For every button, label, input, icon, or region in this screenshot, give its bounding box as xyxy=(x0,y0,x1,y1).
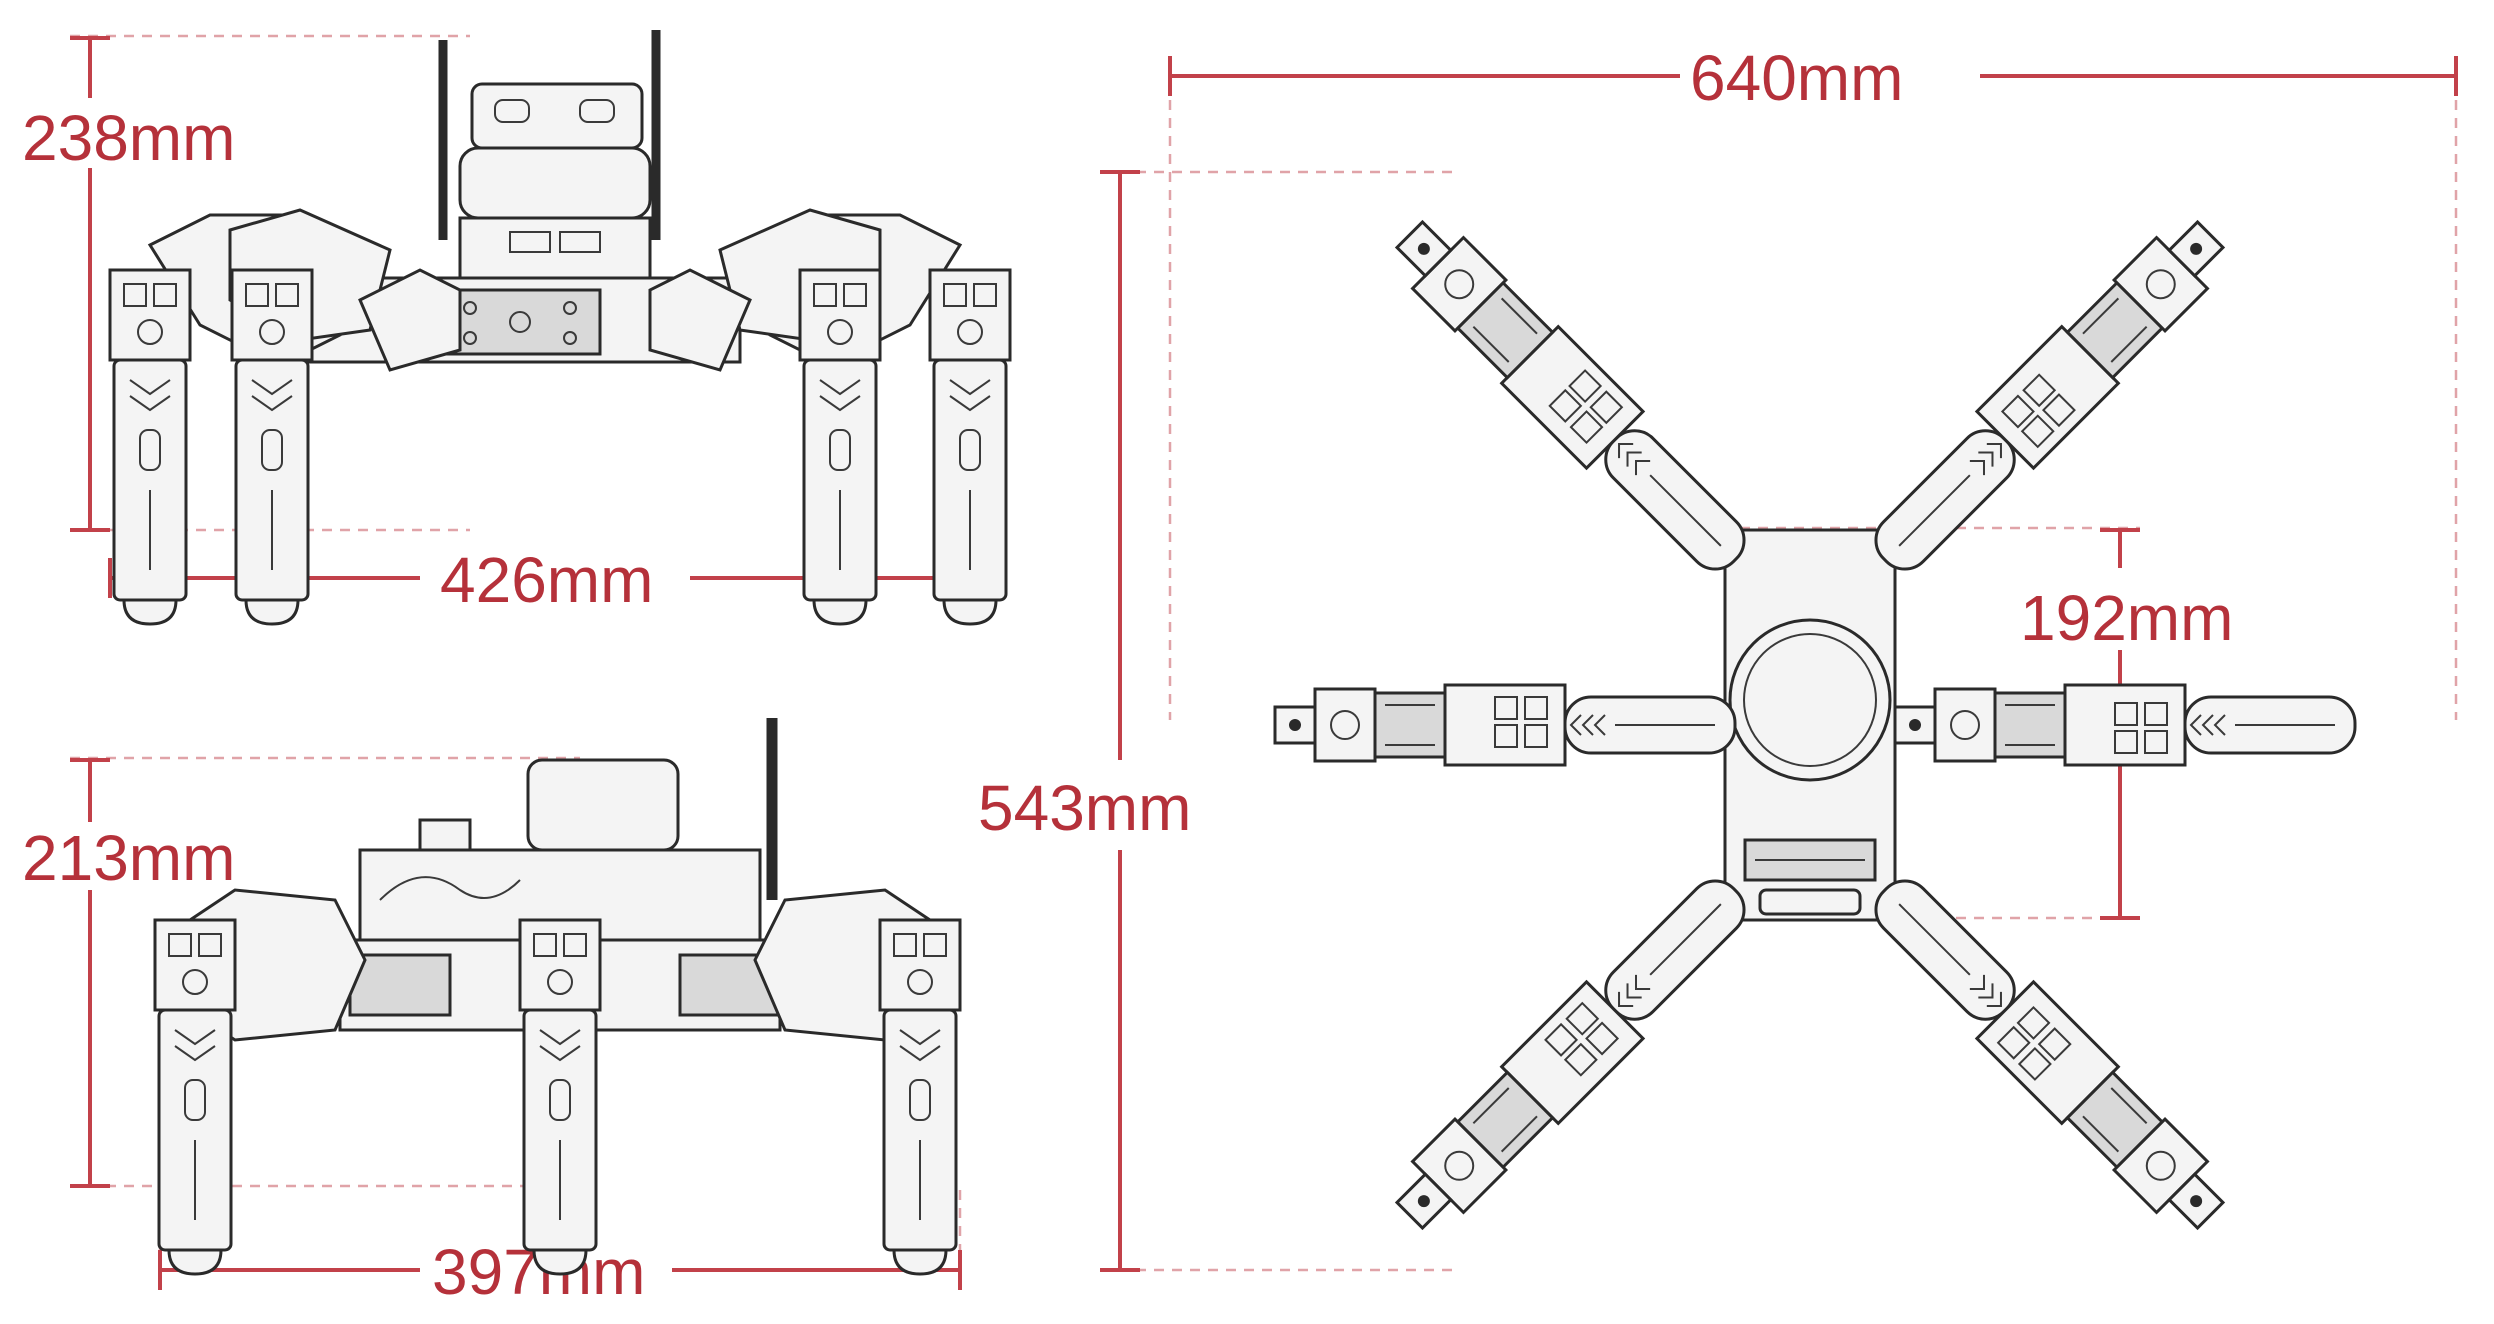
front-robot-drawing xyxy=(108,30,1012,626)
top-view: 640mm 543mm 192mm xyxy=(978,42,2458,1272)
front-height-label: 238mm xyxy=(22,102,235,174)
top-width-label: 640mm xyxy=(1690,42,1903,114)
side-robot-drawing xyxy=(153,718,962,1276)
top-robot-drawing xyxy=(1273,204,2357,1246)
top-body-label: 192mm xyxy=(2020,582,2233,654)
front-width-label: 426mm xyxy=(440,544,653,616)
side-view: 213mm 397mm xyxy=(22,718,962,1308)
top-height-label: 543mm xyxy=(978,772,1191,844)
front-view: 238mm 426mm xyxy=(22,30,1012,626)
side-height-label: 213mm xyxy=(22,822,235,894)
